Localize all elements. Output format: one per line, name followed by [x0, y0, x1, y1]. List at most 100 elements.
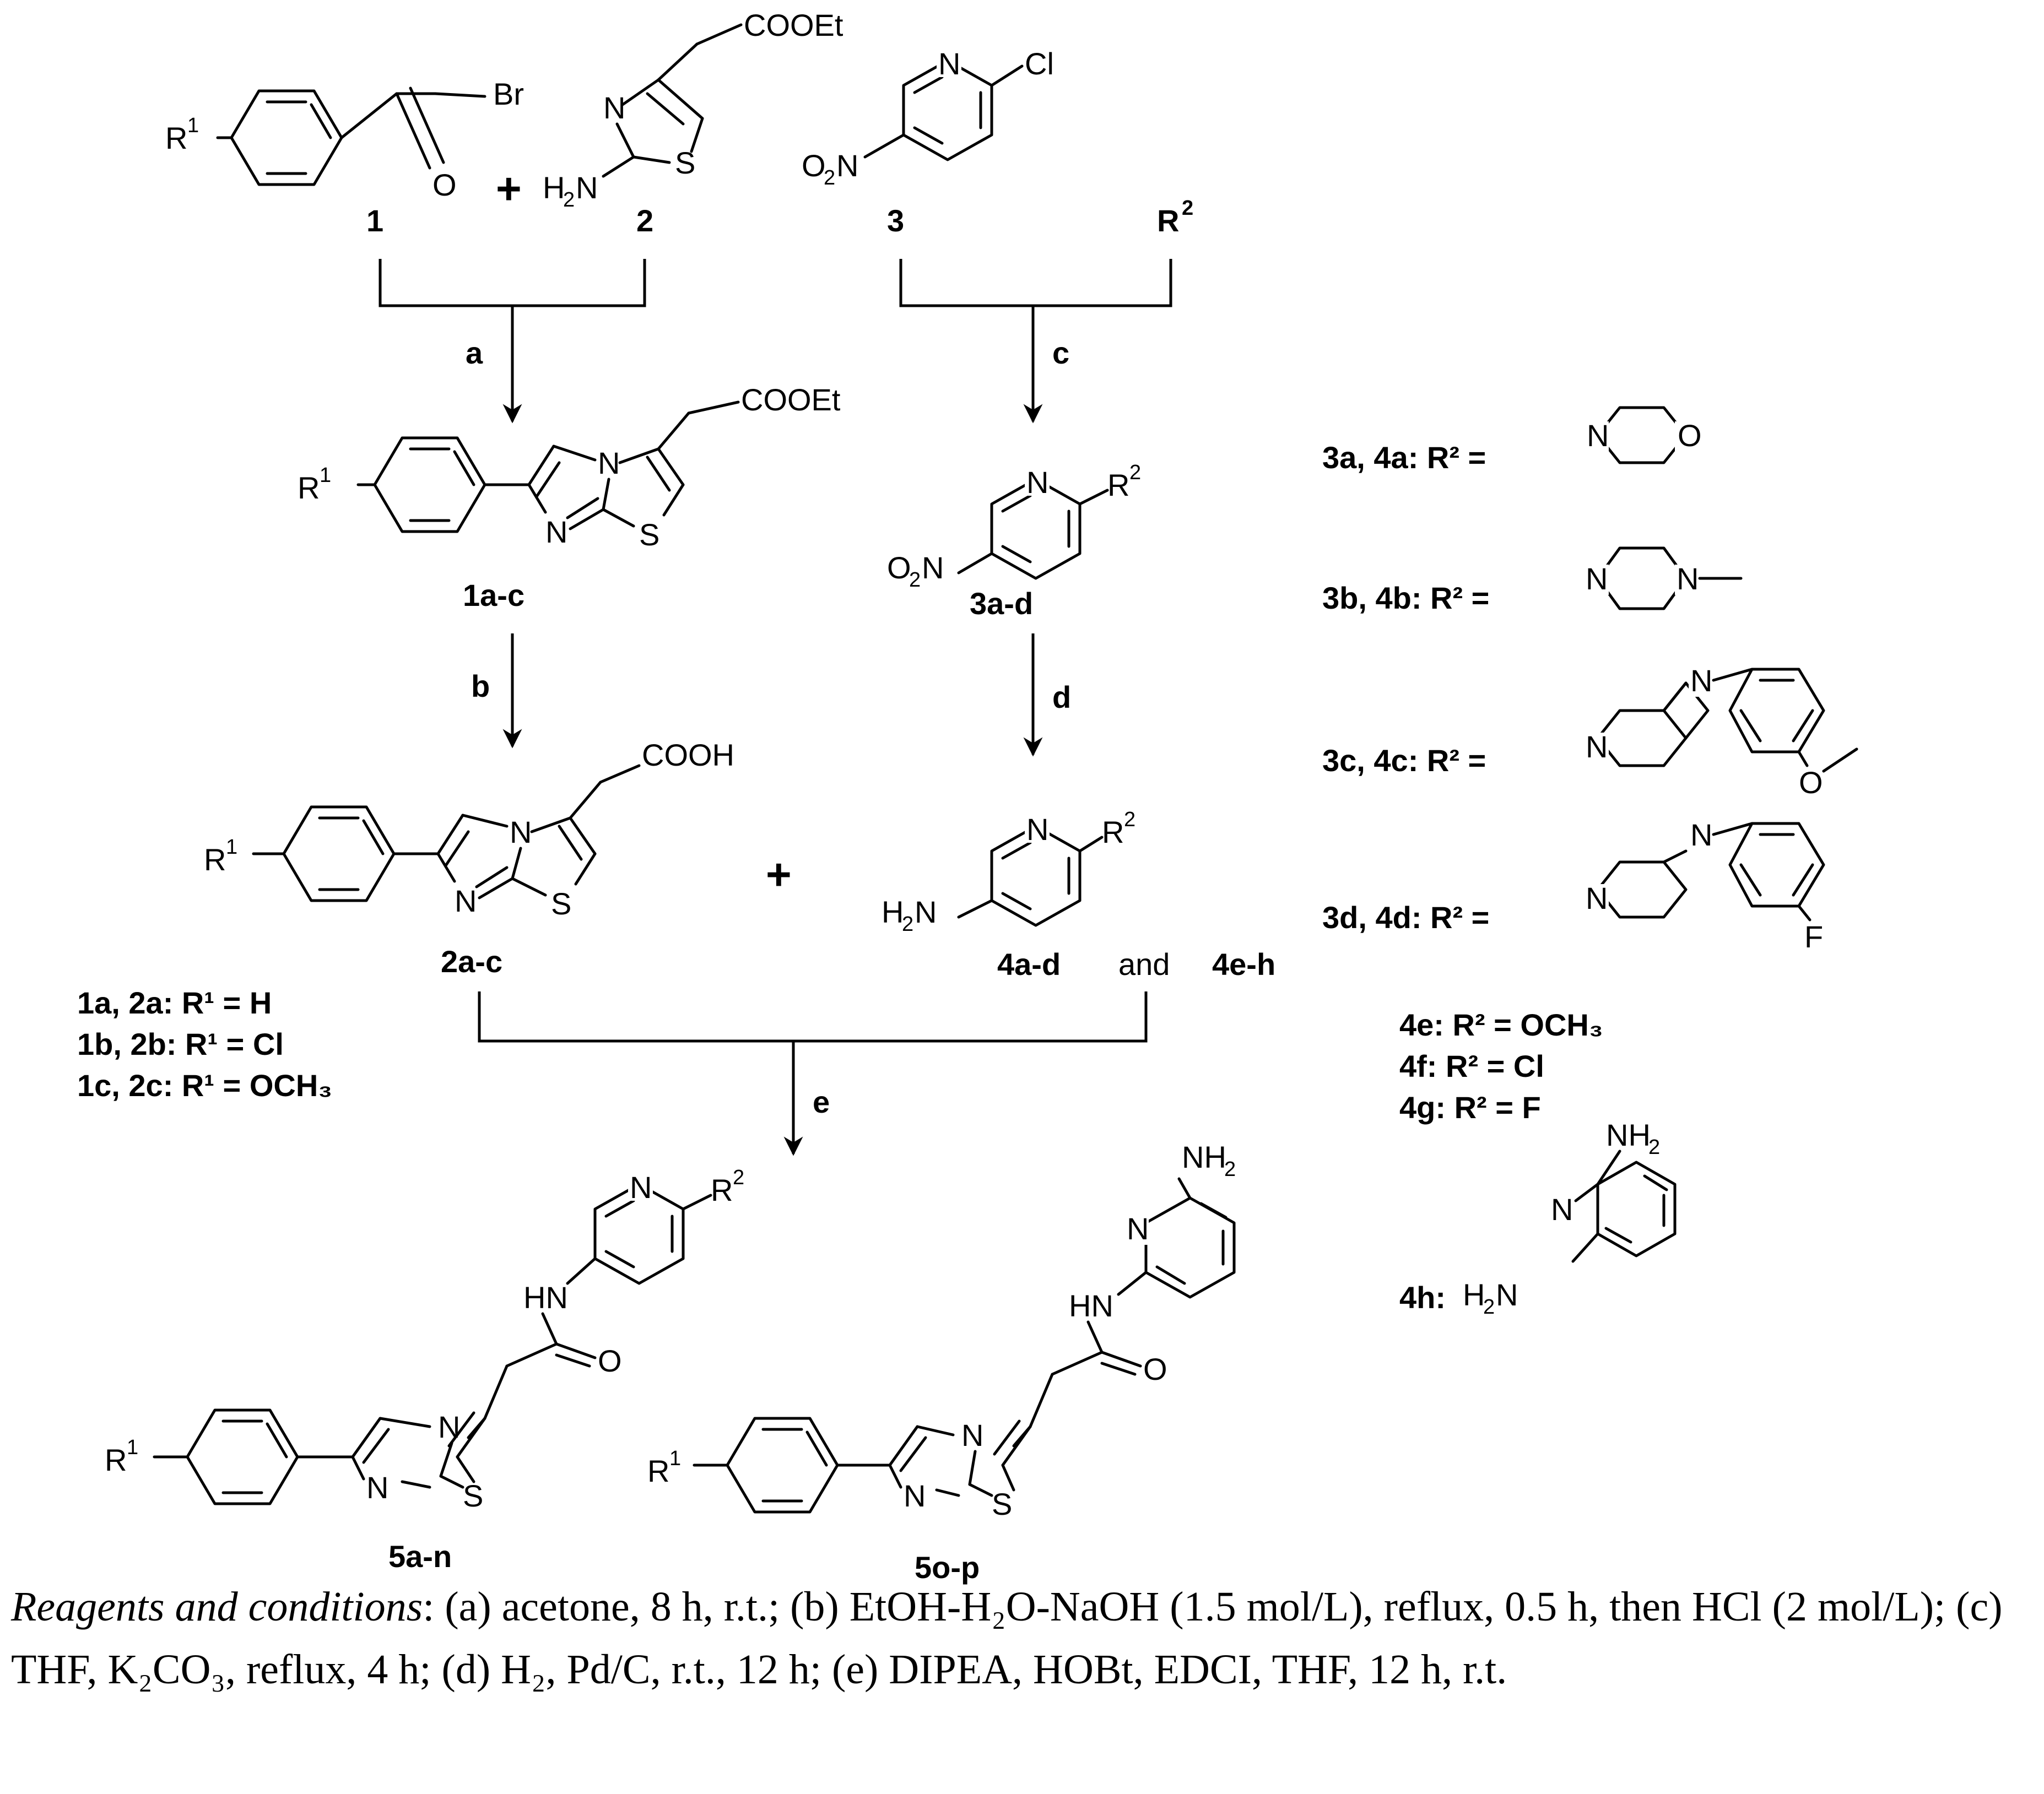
caption-text: : (a) acetone, 8 h, r.t.; (b) EtOH-H₂O-N… — [11, 1584, 2003, 1693]
compound-3a-d-label: 3a-d — [970, 586, 1033, 621]
svg-text:N: N — [438, 1410, 460, 1444]
svg-text:NH: NH — [1182, 1140, 1226, 1174]
svg-text:O: O — [1678, 418, 1702, 453]
svg-text:N: N — [1026, 812, 1048, 847]
svg-text:N: N — [1026, 465, 1048, 500]
svg-text:2: 2 — [1648, 1136, 1660, 1159]
methoxybenzylpiperazine-structure: N N O — [1584, 663, 1858, 800]
svg-text:N: N — [455, 884, 477, 918]
bromo-atom: Br — [493, 77, 524, 111]
svg-text:N: N — [366, 1470, 388, 1505]
compound-4a-d-structure: N R 2 H 2 N 4a-d and 4e-h — [882, 808, 1275, 982]
compound-4e-h-label: 4e-h — [1212, 947, 1275, 982]
compound-4a-d-label: 4a-d — [997, 947, 1061, 982]
svg-text:1: 1 — [127, 1436, 138, 1459]
svg-text:N: N — [836, 148, 858, 183]
r1-entry-1b: 1b, 2b: R¹ = Cl — [77, 1027, 284, 1061]
svg-text:N: N — [630, 1170, 652, 1205]
svg-text:N: N — [1586, 881, 1608, 915]
svg-text:O: O — [598, 1343, 622, 1378]
compound-2-structure: N S H 2 N COOEt 2 — [543, 8, 843, 238]
diaminopyridine-structure: N NH 2 H 2 N — [1463, 1118, 1677, 1319]
svg-text:1: 1 — [226, 836, 237, 859]
acid-group: COOH — [642, 738, 734, 772]
methylpiperazine-structure: N N — [1584, 546, 1743, 610]
ester-group: COOEt — [744, 8, 843, 42]
svg-text:2: 2 — [1182, 197, 1193, 220]
svg-text:1: 1 — [187, 114, 199, 137]
svg-text:O: O — [1799, 765, 1823, 800]
svg-text:N: N — [1127, 1211, 1149, 1246]
svg-text:2: 2 — [824, 166, 835, 189]
svg-text:N: N — [915, 895, 937, 929]
compound-2a-c-label: 2a-c — [441, 944, 502, 979]
svg-text:N: N — [922, 550, 944, 585]
compound-5o-p-structure: N NH 2 HN O N N S R 1 5o-p — [647, 1140, 1236, 1585]
compound-1a-c-label: 1a-c — [463, 578, 524, 613]
r2-entry-3b: 3b, 4b: R² = — [1322, 581, 1489, 615]
svg-text:N: N — [510, 815, 532, 849]
svg-text:N: N — [1586, 561, 1608, 596]
r1-label: R — [165, 121, 187, 155]
svg-text:2: 2 — [1129, 461, 1141, 484]
plus-sign-2: + — [766, 850, 792, 899]
svg-text:N: N — [904, 1478, 926, 1513]
compound-1a-c-structure: R 1 N N S COOEt 1a-c — [298, 382, 841, 613]
svg-text:S: S — [551, 886, 571, 921]
svg-text:2: 2 — [1124, 808, 1135, 831]
r1-substituent-list: 1a, 2a: R¹ = H 1b, 2b: R¹ = Cl 1c, 2c: R… — [77, 985, 332, 1103]
svg-text:H: H — [882, 895, 904, 929]
svg-text:O: O — [887, 550, 911, 585]
svg-text:R: R — [1107, 468, 1129, 502]
svg-text:R: R — [647, 1454, 669, 1488]
r2-substituent-list: 3a, 4a: R² = N O 3b, 4b: R² = N N 3c, 4c… — [1322, 406, 1858, 1319]
reagents-caption: Reagents and conditions: (a) acetone, 8 … — [11, 1575, 2033, 1701]
compound-2-label: 2 — [636, 203, 653, 238]
compound-5a-n-label: 5a-n — [388, 1539, 452, 1574]
step-e-label: e — [813, 1085, 830, 1119]
svg-text:2: 2 — [902, 913, 913, 936]
svg-text:R: R — [711, 1173, 733, 1207]
svg-text:N: N — [598, 446, 620, 480]
svg-text:H: H — [543, 170, 565, 205]
r2-entry-3d: 3d, 4d: R² = — [1322, 900, 1489, 935]
step-b-label: b — [471, 669, 490, 703]
svg-text:N: N — [1587, 418, 1609, 453]
r2-entry-4h: 4h: — [1399, 1280, 1446, 1315]
svg-text:NH: NH — [1606, 1118, 1651, 1152]
svg-text:1: 1 — [320, 464, 331, 487]
svg-text:N: N — [1690, 663, 1712, 698]
svg-text:R: R — [1102, 815, 1124, 849]
svg-text:N: N — [1677, 561, 1699, 596]
svg-text:O: O — [802, 148, 826, 183]
svg-text:2: 2 — [1483, 1296, 1495, 1319]
svg-text:R: R — [204, 842, 226, 877]
svg-text:N: N — [576, 170, 598, 205]
svg-text:COOEt: COOEt — [741, 382, 841, 417]
route-c: c — [899, 259, 1172, 424]
step-c-label: c — [1052, 335, 1069, 370]
route-a: a — [378, 259, 646, 424]
plus-sign: + — [496, 164, 522, 213]
compound-3-structure: N Cl O 2 N 3 — [802, 46, 1054, 238]
fluorobenzylpiperazine-structure: N N F — [1584, 817, 1825, 954]
fluoro-atom: F — [1804, 919, 1823, 954]
chloro-atom: Cl — [1025, 46, 1054, 81]
svg-text:R: R — [298, 470, 320, 505]
svg-text:S: S — [992, 1487, 1012, 1521]
svg-text:H: H — [1463, 1277, 1485, 1312]
route-b: b — [471, 633, 522, 749]
svg-text:N: N — [938, 46, 960, 81]
morpholine-structure: N O — [1584, 406, 1702, 464]
r2-entry-4f: 4f: R² = Cl — [1399, 1049, 1544, 1083]
svg-text:N: N — [1551, 1192, 1573, 1227]
compound-3a-d-structure: N R 2 O 2 N 3a-d — [887, 461, 1141, 621]
svg-text:2: 2 — [563, 188, 575, 212]
compound-1-label: 1 — [366, 203, 383, 238]
compound-1-structure: R 1 Br O 1 — [165, 77, 524, 238]
r1-entry-1c: 1c, 2c: R¹ = OCH₃ — [77, 1068, 332, 1103]
step-d-label: d — [1052, 680, 1071, 714]
svg-text:N: N — [603, 90, 625, 125]
svg-text:HN: HN — [1069, 1288, 1113, 1323]
svg-text:2: 2 — [1224, 1158, 1236, 1181]
